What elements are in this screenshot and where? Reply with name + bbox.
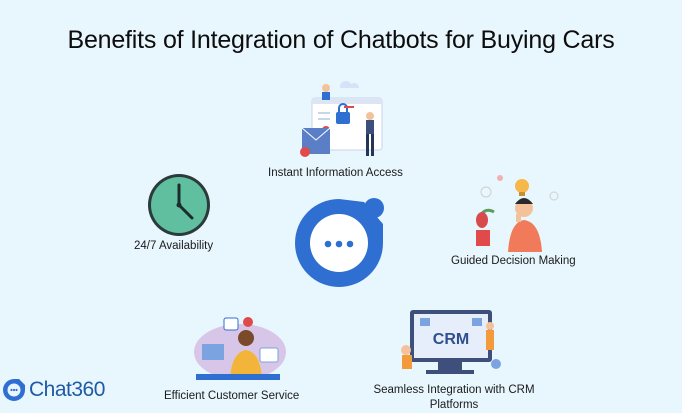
benefit-label-instant-info: Instant Information Access xyxy=(268,167,403,179)
benefit-label-availability: 24/7 Availability xyxy=(134,240,214,252)
chat360-logo-icon xyxy=(3,379,25,401)
crm-illustration: CRM xyxy=(401,310,501,374)
benefit-label-guided-decision: Guided Decision Making xyxy=(451,255,576,267)
customer-support-illustration xyxy=(194,317,286,380)
brand-logo: Chat360 xyxy=(2,376,105,404)
chat-bubble-icon xyxy=(295,198,384,287)
benefit-label-crm: Seamless Integration with CRM Platforms xyxy=(373,384,535,411)
thinking-person-illustration xyxy=(476,175,559,252)
benefit-label-customer-service: Efficient Customer Service xyxy=(164,390,300,402)
brand-name: Chat360 xyxy=(29,378,105,401)
clock-icon xyxy=(148,174,210,236)
security-lock-illustration xyxy=(300,81,383,157)
svg-text:CRM: CRM xyxy=(433,331,469,348)
page-title: Benefits of Integration of Chatbots for … xyxy=(67,26,615,54)
